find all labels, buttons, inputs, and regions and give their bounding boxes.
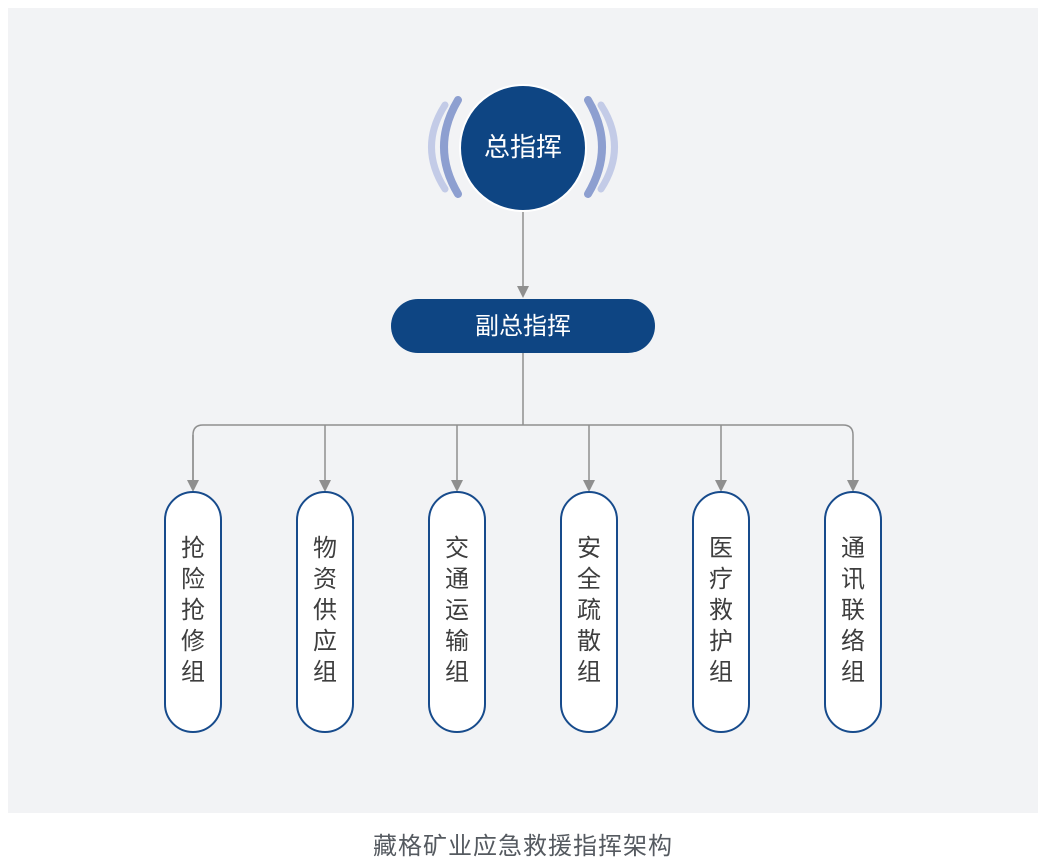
group-node-box [428,491,486,733]
group-node-label: 抢险抢修组 [181,534,205,686]
group-node-4: 安全疏散组 [560,491,618,733]
groups-layer: 抢险抢修组 物资供应组 交通运输组 安全疏散组 医疗救护组 通讯联络组 [164,425,882,733]
group-node-label: 医疗救护组 [709,534,733,686]
group-node-box [824,491,882,733]
commander-node: 总指挥 [459,84,587,212]
group-node-box [164,491,222,733]
group-node-2: 物资供应组 [296,491,354,733]
connector-bus [192,424,854,490]
group-node-5: 医疗救护组 [692,491,750,733]
group-node-6: 通讯联络组 [824,491,882,733]
deputy-commander-label: 副总指挥 [475,312,571,340]
commander-label: 总指挥 [484,133,562,163]
group-node-1: 抢险抢修组 [164,491,222,733]
group-node-box [560,491,618,733]
pulse-rings-icon [428,96,618,198]
group-node-label: 通讯联络组 [841,534,865,686]
group-node-label: 物资供应组 [313,534,337,686]
diagram-caption: 藏格矿业应急救援指挥架构 [373,832,673,860]
group-node-box [692,491,750,733]
group-node-3: 交通运输组 [428,491,486,733]
group-node-box [296,491,354,733]
group-node-label: 交通运输组 [445,534,469,686]
deputy-commander-node: 副总指挥 [391,299,655,353]
group-node-label: 安全疏散组 [577,534,601,686]
